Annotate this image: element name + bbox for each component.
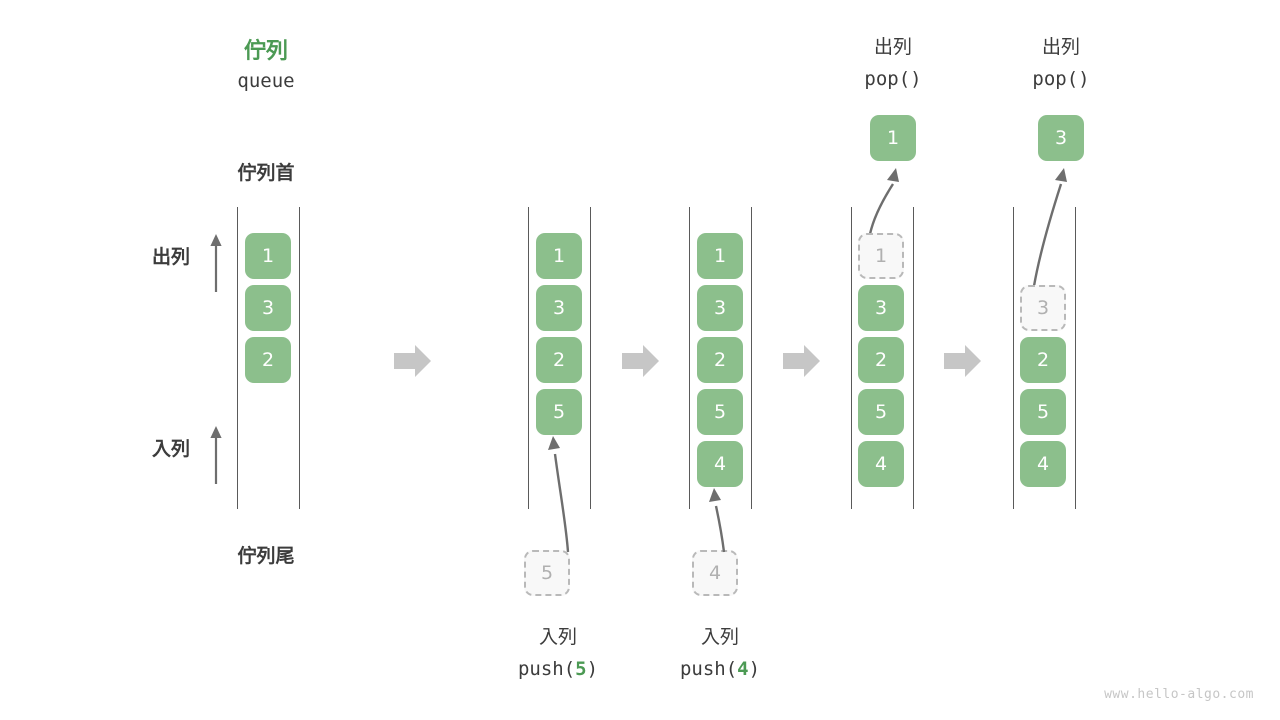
queue-rail-right (751, 207, 752, 509)
popped-element: 1 (870, 115, 916, 161)
operation-code-suffix: ) (586, 658, 599, 680)
queue-rail-left (528, 207, 529, 509)
operation-label-cn: 入列 (538, 626, 577, 648)
operation-code-arg: 5 (575, 658, 587, 680)
queue-cell: 1 (536, 233, 582, 279)
queue-cell: 2 (697, 337, 743, 383)
operation-label-cn: 入列 (700, 626, 739, 648)
queue-cell: 3 (1020, 285, 1066, 331)
operation-label-code: push(4) (650, 658, 790, 680)
operation-label-cn: 出列 (1041, 36, 1080, 58)
operation-label-code: push(5) (488, 658, 628, 680)
queue-cell: 2 (1020, 337, 1066, 383)
queue-cell: 3 (536, 285, 582, 331)
queue-cell: 2 (536, 337, 582, 383)
dequeue-motion-arrow-icon (860, 166, 906, 236)
queue-cell: 3 (697, 285, 743, 331)
enqueue-direction-label: 入列 (151, 438, 190, 460)
operation-code-prefix: push( (517, 658, 576, 680)
queue-cell: 5 (697, 389, 743, 435)
operation-code-prefix: pop( (1032, 68, 1079, 90)
enqueue-motion-arrow-icon (540, 432, 580, 554)
popped-element: 3 (1038, 115, 1084, 161)
queue-rail-right (299, 207, 300, 509)
queue-cell: 1 (245, 233, 291, 279)
diagram-title-cn: 佇列 (243, 39, 288, 64)
watermark: www.hello-algo.com (1104, 687, 1254, 702)
operation-code-arg: 4 (737, 658, 749, 680)
enqueue-direction-arrow-icon (206, 424, 226, 486)
queue-rail-left (851, 207, 852, 509)
queue-cell: 3 (858, 285, 904, 331)
operation-label-code: pop() (823, 68, 963, 90)
queue-tail-label: 佇列尾 (237, 545, 295, 567)
queue-cell: 5 (536, 389, 582, 435)
queue-rail-left (1013, 207, 1014, 509)
incoming-element: 5 (524, 550, 570, 596)
operation-code-suffix: ) (910, 68, 922, 90)
queue-cell: 1 (858, 233, 904, 279)
operation-code-prefix: pop( (864, 68, 911, 90)
queue-cell: 2 (245, 337, 291, 383)
queue-head-label: 佇列首 (237, 162, 295, 184)
queue-cell: 5 (858, 389, 904, 435)
operation-code-suffix: ) (748, 658, 761, 680)
queue-cell: 4 (1020, 441, 1066, 487)
diagram-title-en: queue (237, 70, 295, 92)
queue-rail-right (913, 207, 914, 509)
operation-code-prefix: push( (679, 658, 738, 680)
queue-rail-left (237, 207, 238, 509)
operation-code-suffix: ) (1078, 68, 1090, 90)
queue-cell: 2 (858, 337, 904, 383)
operation-label-code: pop() (991, 68, 1131, 90)
flow-arrow-icon (394, 344, 432, 378)
dequeue-motion-arrow-icon (1024, 166, 1074, 288)
queue-cell: 4 (858, 441, 904, 487)
queue-rail-right (590, 207, 591, 509)
flow-arrow-icon (944, 344, 982, 378)
queue-rail-right (1075, 207, 1076, 509)
queue-rail-left (689, 207, 690, 509)
queue-cell: 4 (697, 441, 743, 487)
incoming-element: 4 (692, 550, 738, 596)
queue-cell: 1 (697, 233, 743, 279)
queue-cell: 5 (1020, 389, 1066, 435)
operation-label-cn: 出列 (873, 36, 912, 58)
dequeue-direction-label: 出列 (151, 246, 190, 268)
dequeue-direction-arrow-icon (206, 232, 226, 294)
flow-arrow-icon (783, 344, 821, 378)
queue-cell: 3 (245, 285, 291, 331)
enqueue-motion-arrow-icon (702, 484, 742, 554)
flow-arrow-icon (622, 344, 660, 378)
